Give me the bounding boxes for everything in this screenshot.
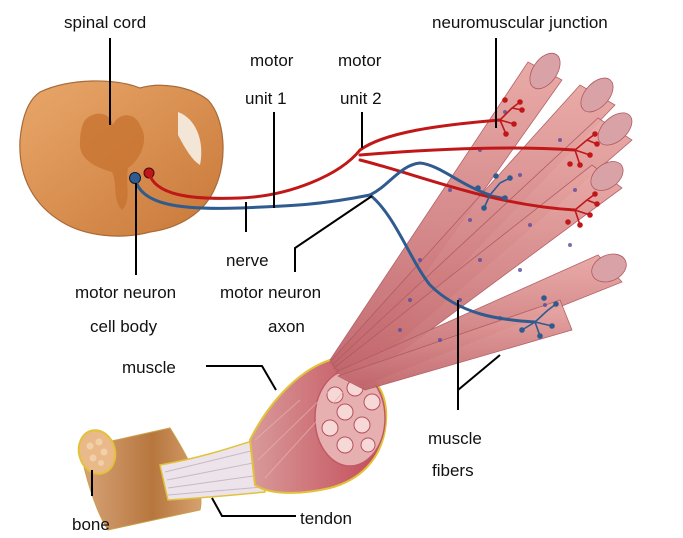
label-motor-unit-1-line2: unit 1 (245, 89, 287, 108)
label-motor-unit-1-line1: motor (250, 51, 294, 70)
label-tendon: tendon (300, 509, 352, 528)
label-muscle-fibers-line2: fibers (432, 461, 474, 480)
leader-tendon (212, 498, 296, 516)
label-nerve: nerve (226, 251, 269, 270)
label-axon-line2: axon (268, 317, 305, 336)
spinal-cord-cross-section (20, 81, 223, 236)
label-muscle-fibers-line1: muscle (428, 429, 482, 448)
leader-muscle (206, 366, 276, 390)
label-cell-body-line1: motor neuron (75, 283, 176, 302)
label-bone: bone (72, 515, 110, 533)
leader-axon (295, 196, 372, 272)
label-muscle: muscle (122, 358, 176, 377)
label-axon-line1: motor neuron (220, 283, 321, 302)
label-neuromuscular-junction: neuromuscular junction (432, 13, 608, 32)
label-motor-unit-2-line1: motor (338, 51, 382, 70)
label-motor-unit-2-line2: unit 2 (340, 89, 382, 108)
label-cell-body-line2: cell body (90, 317, 158, 336)
label-spinal-cord: spinal cord (64, 13, 146, 32)
